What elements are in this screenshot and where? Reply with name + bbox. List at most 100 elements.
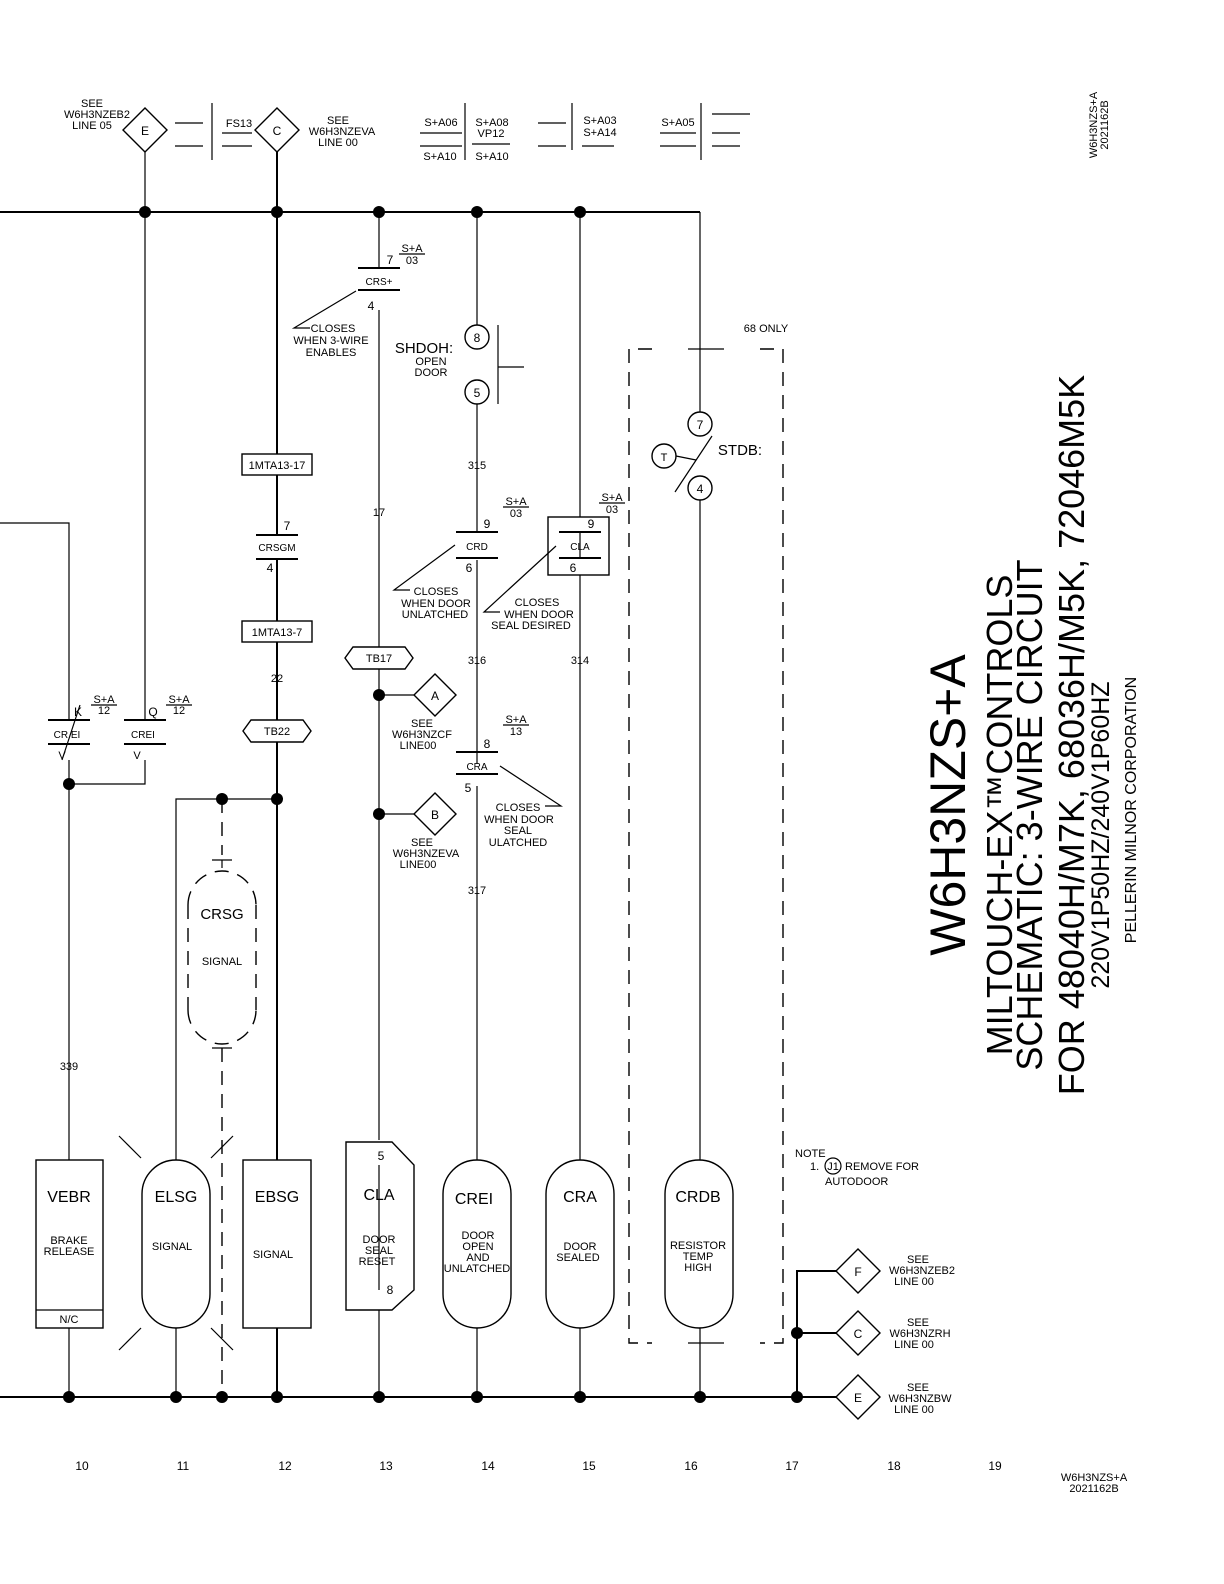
- crd-note-1: CLOSES: [414, 586, 459, 598]
- ref-c-sheet: W6H3NZEVA: [309, 126, 376, 138]
- load-crei: CREI DOOR OPEN AND UNLATCHED: [442, 1159, 512, 1329]
- crei-door: DOOR: [462, 1230, 495, 1242]
- wire-314: 314: [571, 655, 589, 667]
- connector-c-bottom-label: C: [854, 1327, 863, 1341]
- ref-sa08: S+A08: [475, 117, 508, 129]
- terminal-tb22: TB22: [242, 719, 312, 743]
- cla-door: DOOR: [363, 1234, 396, 1246]
- cla-note-1: CLOSES: [515, 597, 560, 609]
- crs-ref-1: S+A: [401, 243, 423, 255]
- crsg-signal-group: CRSG SIGNAL: [187, 799, 257, 1397]
- crdb-high: HIGH: [684, 1262, 712, 1274]
- ebsg-signal: SIGNAL: [253, 1249, 293, 1261]
- cla-ref-1: S+A: [601, 492, 623, 504]
- elsg-signal: SIGNAL: [152, 1241, 192, 1253]
- wire-317: 317: [468, 885, 486, 897]
- cra-bottom-terminal: 5: [465, 781, 472, 795]
- cra-note-3: SEAL: [504, 825, 532, 837]
- top-code: W6H3NZS+A: [1088, 91, 1100, 158]
- crdb-resistor: RESISTOR: [670, 1240, 726, 1252]
- note-text-2: AUTODOOR: [825, 1176, 888, 1188]
- cra-ref-2: 13: [510, 726, 522, 738]
- cla-label: CLA: [570, 542, 590, 553]
- e2-sheet: W6H3NZBW: [889, 1393, 953, 1405]
- note-title: NOTE: [795, 1148, 826, 1160]
- vebr-brake: BRAKE: [50, 1235, 87, 1247]
- bottom-number: 2021162B: [1069, 1483, 1118, 1495]
- crd-ref-2: 03: [510, 508, 522, 520]
- ref-vp12: VP12: [478, 128, 505, 140]
- crei-open: OPEN: [462, 1241, 493, 1253]
- column-numbers: 10 11 12 13 14 15 16 17 18 19: [75, 1459, 1002, 1473]
- cra-coil-label: CRA: [563, 1189, 597, 1206]
- cla-note-3: SEAL DESIRED: [491, 620, 571, 632]
- crd-note-3: UNLATCHED: [402, 609, 468, 621]
- shdoh-door: DOOR: [415, 367, 448, 379]
- tb17-label: TB17: [366, 653, 392, 665]
- terminal-1mta13-7: 1MTA13-7: [241, 620, 313, 643]
- contact-crei-2: Q S+A 12 CREI V: [124, 694, 192, 762]
- cla-coil-label: CLA: [363, 1187, 394, 1204]
- load-ebsg: EBSG SIGNAL: [242, 1159, 312, 1329]
- load-crdb: CRDB RESISTOR TEMP HIGH: [664, 1159, 734, 1329]
- company-name: PELLERIN MILNOR CORPORATION: [1123, 677, 1140, 943]
- ref-e-see: SEE: [81, 98, 103, 110]
- cra-note-2: WHEN DOOR: [484, 814, 554, 826]
- shdoh-terminal-8: 8: [474, 331, 481, 345]
- crsgm-top-terminal: 7: [284, 519, 291, 533]
- mta17-label: 1MTA13-17: [249, 460, 306, 472]
- contact-crei-1: K S+A 12 CR EI V: [48, 694, 117, 762]
- stdb-terminal-4: 4: [697, 482, 704, 496]
- ref-e-line: LINE 05: [72, 120, 112, 132]
- b-sheet: W6H3NZEVA: [393, 848, 460, 860]
- crei2-v: V: [133, 750, 141, 762]
- crei2-ref-2: 12: [173, 705, 185, 717]
- c2-see: SEE: [907, 1317, 929, 1329]
- crei1-ref-1: S+A: [93, 694, 115, 706]
- ref-fs13: FS13: [226, 118, 252, 130]
- cla-note-2: WHEN DOOR: [504, 609, 574, 621]
- cla-coil-bottom: 8: [387, 1283, 394, 1297]
- cla-top-terminal: 9: [588, 517, 595, 531]
- crsgm-bottom-terminal: 4: [267, 561, 274, 575]
- f-sheet: W6H3NZEB2: [889, 1265, 955, 1277]
- col-19: 19: [988, 1459, 1002, 1473]
- title-line-4: 220V1P50HZ/240V1P60HZ: [1087, 681, 1115, 988]
- shdoh-terminal-5: 5: [474, 386, 481, 400]
- cra-door: DOOR: [564, 1241, 597, 1253]
- crdb-label: CRDB: [675, 1189, 720, 1206]
- crs-bottom-terminal: 4: [368, 299, 375, 313]
- load-elsg: ELSG SIGNAL: [118, 1135, 234, 1351]
- crei1-v: V: [58, 750, 66, 762]
- crs-label: CRS+: [366, 277, 393, 288]
- ref-e-sheet: W6H3NZEB2: [64, 109, 130, 121]
- crdb-temp: TEMP: [683, 1251, 714, 1263]
- wire-22: 22: [271, 673, 283, 685]
- wire-numbers: 315 17 316 314 22 317 339: [60, 460, 589, 1073]
- ref-sa05: S+A05: [661, 117, 694, 129]
- contact-crsgm: 7 CRSGM 4: [256, 519, 298, 575]
- crei1-ref-2: 12: [98, 705, 110, 717]
- crei-and: AND: [466, 1252, 489, 1264]
- col-10: 10: [75, 1459, 89, 1473]
- crei1-label: CR EI: [54, 730, 81, 741]
- vebr-release: RELEASE: [44, 1246, 95, 1258]
- a-sheet: W6H3NZCF: [392, 729, 452, 741]
- title-line-3: FOR 48040H/M7K, 68036H/M5K, 72046M5K: [1051, 375, 1092, 1095]
- b-see: SEE: [411, 837, 433, 849]
- cra-top-terminal: 8: [484, 737, 491, 751]
- c2-line: LINE 00: [894, 1339, 934, 1351]
- col-18: 18: [887, 1459, 901, 1473]
- stdb-t: T: [661, 452, 668, 464]
- cra-ref-1: S+A: [505, 714, 527, 726]
- connector-f: F SEE W6H3NZEB2 LINE 00: [835, 1248, 955, 1294]
- b-line: LINE00: [400, 859, 437, 871]
- ref-sa03: S+A03: [583, 115, 616, 127]
- crs-note-2: WHEN 3-WIRE: [293, 335, 368, 347]
- col-13: 13: [379, 1459, 393, 1473]
- crd-bottom-terminal: 6: [466, 561, 473, 575]
- crei2-ref-1: S+A: [168, 694, 190, 706]
- ref-sa14: S+A14: [583, 127, 616, 139]
- load-vebr: VEBR BRAKE RELEASE N/C: [35, 1159, 104, 1329]
